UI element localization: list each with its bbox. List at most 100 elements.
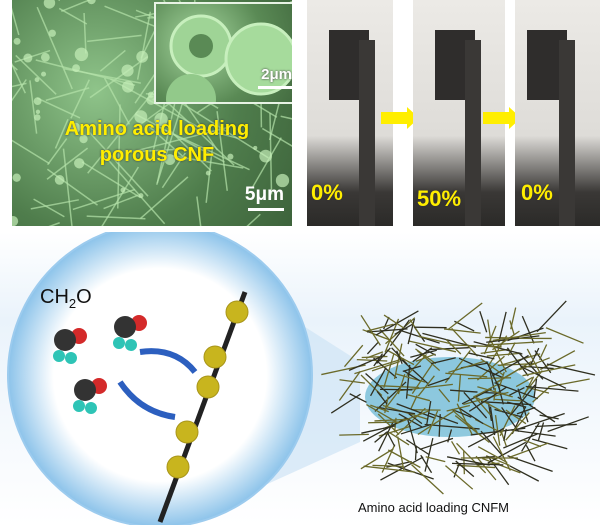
nanofiber <box>86 215 146 220</box>
nanofiber <box>487 319 492 344</box>
nanofiber <box>507 342 516 356</box>
nanofiber <box>472 384 498 398</box>
particle <box>34 77 40 83</box>
nanofiber <box>46 168 98 206</box>
nanofiber <box>132 126 231 153</box>
amino-acid-bead <box>203 345 227 369</box>
nanofiber <box>376 390 388 405</box>
nanofiber <box>396 403 436 419</box>
nanofiber <box>482 457 521 474</box>
nanofiber <box>386 349 415 366</box>
nanofiber <box>374 418 407 422</box>
hydrogen-atom <box>65 352 77 364</box>
nanofiber <box>35 59 136 86</box>
nanofiber <box>498 353 541 367</box>
nanofiber <box>532 386 550 403</box>
nanofiber <box>370 404 389 413</box>
nanofiber <box>367 328 408 333</box>
particle <box>205 170 211 176</box>
diagram-graphics <box>7 232 596 525</box>
nanofiber <box>445 465 474 490</box>
particle <box>48 29 56 37</box>
nanofiber <box>83 12 87 54</box>
nanofiber <box>532 438 568 450</box>
nanofiber <box>407 318 415 345</box>
nanofiber <box>161 152 186 189</box>
nanofiber <box>159 94 235 166</box>
strain-label: 50% <box>417 186 462 211</box>
photo-0-percent: 0% <box>307 0 393 226</box>
nanofiber <box>45 87 90 102</box>
particle <box>122 80 134 93</box>
nanofiber <box>383 353 395 388</box>
frame <box>465 40 481 226</box>
hydrogen-atom <box>73 400 85 412</box>
nanofiber <box>495 364 526 384</box>
main-scale-label: 5μm <box>244 184 284 205</box>
nanofiber <box>408 340 457 353</box>
strain-label: 0% <box>311 180 343 205</box>
nanofiber <box>405 439 430 456</box>
frame <box>559 40 575 226</box>
nanofiber <box>455 460 475 478</box>
nanofiber <box>155 125 250 171</box>
membrane-label: Amino acid loading CNFM <box>358 500 510 515</box>
nanofiber <box>463 451 465 475</box>
nanofiber <box>48 222 60 226</box>
nanofiber <box>36 6 73 90</box>
nanofiber <box>196 196 202 226</box>
particle <box>138 193 144 199</box>
nanofiber <box>58 7 88 25</box>
nanofiber <box>494 398 523 402</box>
particle <box>72 64 80 73</box>
nanofiber <box>417 409 456 436</box>
nanofiber <box>81 161 141 198</box>
arrow-right-icon <box>381 107 419 129</box>
nanofiber <box>384 318 400 353</box>
nanofiber <box>503 428 507 441</box>
nanofiber <box>477 446 508 464</box>
nanofiber <box>376 384 420 389</box>
amino-acid-bead <box>175 420 199 444</box>
nanofiber <box>511 429 556 437</box>
nanofiber <box>454 415 490 443</box>
nanofiber <box>503 433 538 449</box>
nanofiber <box>400 423 432 435</box>
nanofiber <box>387 449 421 469</box>
strain-label: 0% <box>521 180 553 205</box>
nanofiber <box>404 370 421 382</box>
nanofiber <box>103 77 131 125</box>
nanofiber <box>12 79 27 102</box>
nanofiber <box>12 64 18 71</box>
hydrogen-atom <box>113 337 125 349</box>
sem-label-line1: Amino acid loading <box>64 118 250 140</box>
nanofiber <box>492 436 511 471</box>
particle <box>253 145 258 150</box>
nanofiber <box>498 371 505 388</box>
nanofiber <box>372 464 403 468</box>
nanofiber <box>451 327 479 357</box>
nanofiber <box>517 396 556 423</box>
nanofiber <box>360 448 394 470</box>
nanofiber <box>546 363 596 376</box>
nanofiber <box>526 386 550 394</box>
particle <box>154 112 168 127</box>
nanofiber <box>499 405 516 437</box>
nanofiber <box>513 412 565 432</box>
nanofiber <box>383 316 390 330</box>
nanofiber <box>47 138 68 166</box>
particle <box>164 154 176 165</box>
nanofiber <box>101 166 140 226</box>
nanofiber <box>522 366 567 389</box>
nanofiber <box>103 194 139 210</box>
nanofiber <box>30 199 79 210</box>
nanofiber <box>408 413 423 425</box>
nanofiber <box>368 421 400 424</box>
fiber <box>157 291 248 523</box>
nanofiber <box>446 404 471 412</box>
nanofiber <box>405 364 411 399</box>
nanofiber <box>383 390 400 411</box>
nanofiber <box>415 343 437 356</box>
particle <box>121 64 134 77</box>
nanofiber <box>445 372 488 378</box>
